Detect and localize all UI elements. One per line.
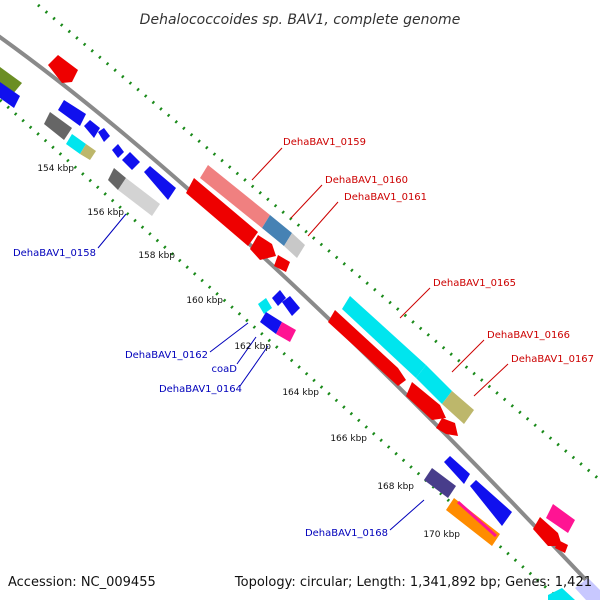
gene-feature[interactable] <box>555 540 568 553</box>
leader-lines <box>97 147 509 531</box>
kbp-ticks: 154 kbp 156 kbp 158 kbp 160 kbp 162 kbp … <box>37 164 460 540</box>
gene-feature[interactable] <box>44 112 72 140</box>
outer-gene-labels: DehaBAV1_0159 DehaBAV1_0160 DehaBAV1_016… <box>283 137 594 365</box>
topology-text: Topology: circular; Length: 1,341,892 bp… <box>234 575 592 590</box>
gene-feature[interactable] <box>108 168 126 190</box>
gene-label[interactable]: DehaBAV1_0168 <box>305 528 388 539</box>
gene-label[interactable]: DehaBAV1_0161 <box>344 192 427 203</box>
tick-label: 156 kbp <box>87 208 124 218</box>
gene-feature[interactable] <box>342 296 426 378</box>
gene-feature[interactable] <box>0 82 20 108</box>
gene-feature[interactable] <box>58 100 86 126</box>
tick-label: 170 kbp <box>423 530 460 540</box>
gene-feature[interactable] <box>533 517 562 546</box>
gene-feature[interactable] <box>470 480 512 526</box>
map-title: Dehalococcoides sp. BAV1, complete genom… <box>140 12 461 28</box>
inner-gene-labels: DehaBAV1_0158 DehaBAV1_0162 coaD DehaBAV… <box>13 248 388 539</box>
outer-features <box>0 55 600 600</box>
tick-label: 162 kbp <box>234 342 271 352</box>
gene-label[interactable]: DehaBAV1_0160 <box>325 175 408 186</box>
gene-label[interactable]: DehaBAV1_0165 <box>433 278 516 289</box>
gene-feature[interactable] <box>258 298 272 314</box>
gene-feature[interactable] <box>284 233 305 258</box>
gene-feature[interactable] <box>272 290 286 306</box>
gene-feature[interactable] <box>575 578 600 600</box>
gene-feature[interactable] <box>442 391 474 424</box>
gene-feature[interactable] <box>112 144 124 158</box>
gene-feature[interactable] <box>436 418 458 436</box>
gene-feature[interactable] <box>260 312 282 334</box>
gene-feature[interactable] <box>144 166 176 200</box>
gene-feature[interactable] <box>282 296 300 316</box>
gene-feature[interactable] <box>48 55 78 83</box>
gene-feature[interactable] <box>80 144 96 160</box>
gene-label[interactable]: coaD <box>212 364 238 375</box>
tick-label: 154 kbp <box>37 164 74 174</box>
gene-feature[interactable] <box>66 134 86 154</box>
tick-label: 168 kbp <box>377 482 414 492</box>
gene-feature[interactable] <box>548 588 575 600</box>
gene-feature[interactable] <box>446 498 500 546</box>
inner-features <box>0 82 512 546</box>
gene-feature[interactable] <box>200 165 270 228</box>
gene-label[interactable]: DehaBAV1_0158 <box>13 248 96 259</box>
gene-feature[interactable] <box>262 215 292 246</box>
tick-label: 164 kbp <box>282 388 319 398</box>
gene-label[interactable]: DehaBAV1_0164 <box>159 384 242 395</box>
gene-feature-stripe <box>456 500 498 538</box>
gene-feature[interactable] <box>546 504 575 533</box>
gene-feature[interactable] <box>416 365 452 404</box>
gene-feature[interactable] <box>98 128 110 142</box>
accession-text: Accession: NC_009455 <box>8 575 156 590</box>
tick-label: 158 kbp <box>138 251 175 261</box>
gene-feature[interactable] <box>406 382 446 420</box>
gene-feature[interactable] <box>250 235 276 260</box>
gene-label[interactable]: DehaBAV1_0166 <box>487 330 570 341</box>
tick-label: 166 kbp <box>330 434 367 444</box>
gene-feature[interactable] <box>122 152 140 170</box>
gene-label[interactable]: DehaBAV1_0167 <box>511 354 594 365</box>
gene-feature[interactable] <box>276 322 296 342</box>
tick-label: 160 kbp <box>186 296 223 306</box>
gene-label[interactable]: DehaBAV1_0159 <box>283 137 366 148</box>
gene-feature[interactable] <box>444 456 470 484</box>
gene-feature[interactable] <box>84 120 100 138</box>
gene-label[interactable]: DehaBAV1_0162 <box>125 350 208 361</box>
gene-feature[interactable] <box>186 178 258 246</box>
gene-feature[interactable] <box>274 255 290 272</box>
gene-feature[interactable] <box>328 310 406 386</box>
gene-feature[interactable] <box>118 178 160 216</box>
outer-dotted-guide <box>37 3 600 482</box>
gene-feature[interactable] <box>424 468 456 498</box>
